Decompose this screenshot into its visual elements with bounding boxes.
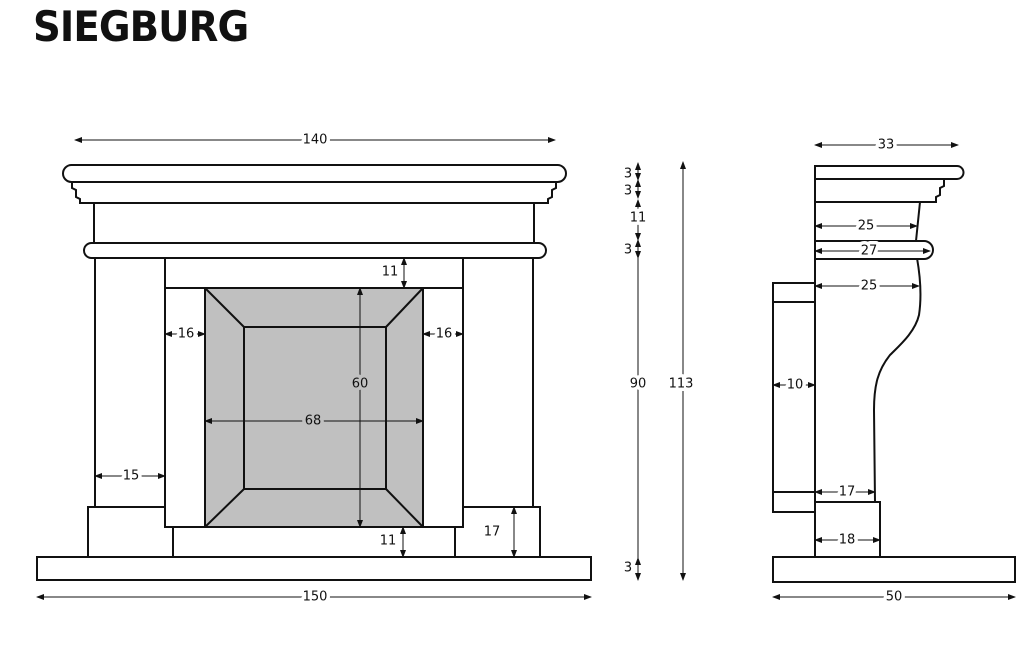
dimension-label: 25 bbox=[861, 279, 878, 294]
dimension-label: 60 bbox=[352, 377, 369, 392]
dimension-label: 18 bbox=[839, 533, 856, 548]
dimension-label: 50 bbox=[886, 590, 903, 605]
dimension-label: 3 bbox=[624, 243, 632, 258]
dimension-label: 16 bbox=[436, 327, 453, 342]
front-view bbox=[36, 164, 592, 581]
side-shelf bbox=[814, 165, 965, 180]
dimension-label: 11 bbox=[630, 211, 647, 226]
dimension-label: 15 bbox=[123, 469, 140, 484]
dimension-label: 3 bbox=[624, 561, 632, 576]
side-view bbox=[772, 165, 1016, 583]
side-cornice bbox=[814, 178, 945, 203]
side-plinth bbox=[814, 501, 881, 558]
front-plinth-left bbox=[87, 506, 174, 558]
insert-lines bbox=[773, 301, 815, 493]
fire-back bbox=[243, 326, 387, 490]
front-plinth-right bbox=[454, 506, 541, 558]
dimension-label: 150 bbox=[303, 590, 328, 605]
dimension-label: 17 bbox=[839, 485, 856, 500]
front-shelf bbox=[62, 164, 567, 183]
dimension-label: 25 bbox=[858, 219, 875, 234]
dimension-label: 140 bbox=[303, 133, 328, 148]
fire-diagonals bbox=[204, 287, 424, 528]
front-pillar-right bbox=[462, 257, 534, 508]
front-hearth bbox=[172, 526, 456, 558]
dimension-label: 113 bbox=[669, 377, 694, 392]
dimension-label: 17 bbox=[484, 525, 501, 540]
dimension-label: 16 bbox=[178, 327, 195, 342]
front-frieze bbox=[93, 202, 535, 244]
dimension-label: 3 bbox=[624, 167, 632, 182]
dimension-label: 68 bbox=[305, 414, 322, 429]
side-insert bbox=[772, 282, 816, 513]
dimension-label: 10 bbox=[787, 378, 804, 393]
front-cornice bbox=[71, 180, 557, 204]
front-base bbox=[36, 556, 592, 581]
dimension-label: 11 bbox=[382, 265, 399, 280]
front-bead bbox=[83, 242, 547, 259]
dimension-label: 90 bbox=[630, 377, 647, 392]
dimension-label: 11 bbox=[380, 534, 397, 549]
dimension-label: 27 bbox=[861, 244, 878, 259]
product-title: SIEGBURG bbox=[33, 2, 249, 51]
dimension-label: 3 bbox=[624, 184, 632, 199]
side-leg-profile bbox=[814, 257, 922, 503]
dimension-label: 33 bbox=[878, 138, 895, 153]
side-base bbox=[772, 556, 1016, 583]
